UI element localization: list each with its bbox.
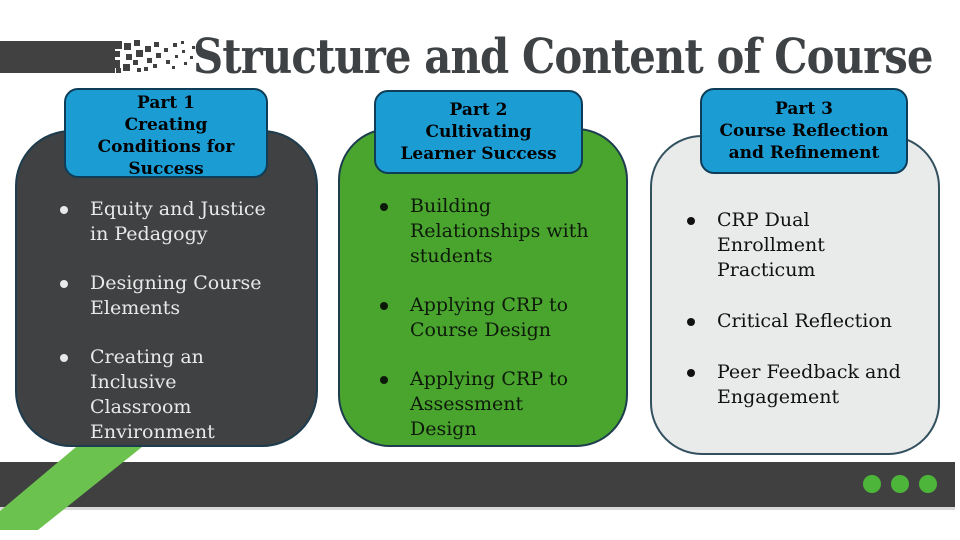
bullet-dot-icon — [60, 206, 68, 214]
list-item-label: Designing Course Elements — [90, 272, 262, 319]
bullet-dot-icon — [380, 203, 388, 211]
list-item: Applying CRP to Course Design — [380, 293, 615, 343]
bullet-dot-icon — [687, 369, 695, 377]
green-ribbon-decoration — [0, 447, 142, 530]
list-item: Peer Feedback and Engagement — [687, 360, 922, 410]
footer-bar — [0, 462, 955, 510]
card-header-part-2: Part 2 Cultivating Learner Success — [374, 90, 583, 174]
bullet-dot-icon — [380, 376, 388, 384]
card-part-2 — [338, 128, 628, 447]
card-body-part-1: Equity and Justice in Pedagogy Designing… — [60, 197, 305, 445]
list-item-label: CRP Dual Enrollment Practicum — [717, 209, 825, 281]
list-item-label: Applying CRP to Assessment Design — [410, 368, 569, 440]
bullet-dot-icon — [687, 318, 695, 326]
card-body-part-3: CRP Dual Enrollment Practicum Critical R… — [687, 208, 922, 410]
footer-dot-icon — [919, 475, 937, 493]
slide-title: Structure and Content of Course — [193, 29, 933, 85]
footer-dot-icon — [891, 475, 909, 493]
dissolve-pixels-icon — [112, 40, 195, 73]
list-item: Equity and Justice in Pedagogy — [60, 197, 305, 247]
list-item: Creating an Inclusive Classroom Environm… — [60, 345, 305, 445]
card-body-part-2: Building Relationships with students App… — [380, 194, 615, 442]
list-item-label: Creating an Inclusive Classroom Environm… — [90, 346, 215, 443]
list-item-label: Building Relationships with students — [410, 195, 589, 267]
list-item: CRP Dual Enrollment Practicum — [687, 208, 922, 283]
card-header-part-3: Part 3 Course Reflection and Refinement — [700, 88, 908, 174]
list-item-label: Peer Feedback and Engagement — [717, 361, 901, 408]
list-item: Critical Reflection — [687, 309, 922, 334]
card-header-part-1: Part 1 Creating Conditions for Success — [64, 88, 268, 179]
bullet-dot-icon — [60, 280, 68, 288]
footer-dots — [863, 475, 937, 493]
bullet-dot-icon — [687, 217, 695, 225]
card-part-1 — [15, 130, 318, 447]
list-item: Building Relationships with students — [380, 194, 615, 269]
title-accent-bar — [0, 41, 115, 73]
list-item: Applying CRP to Assessment Design — [380, 367, 615, 442]
list-item-label: Critical Reflection — [717, 310, 892, 332]
bullet-dot-icon — [380, 302, 388, 310]
list-item: Designing Course Elements — [60, 271, 305, 321]
bullet-dot-icon — [60, 354, 68, 362]
list-item-label: Applying CRP to Course Design — [410, 294, 569, 341]
list-item-label: Equity and Justice in Pedagogy — [90, 198, 266, 245]
footer-dot-icon — [863, 475, 881, 493]
